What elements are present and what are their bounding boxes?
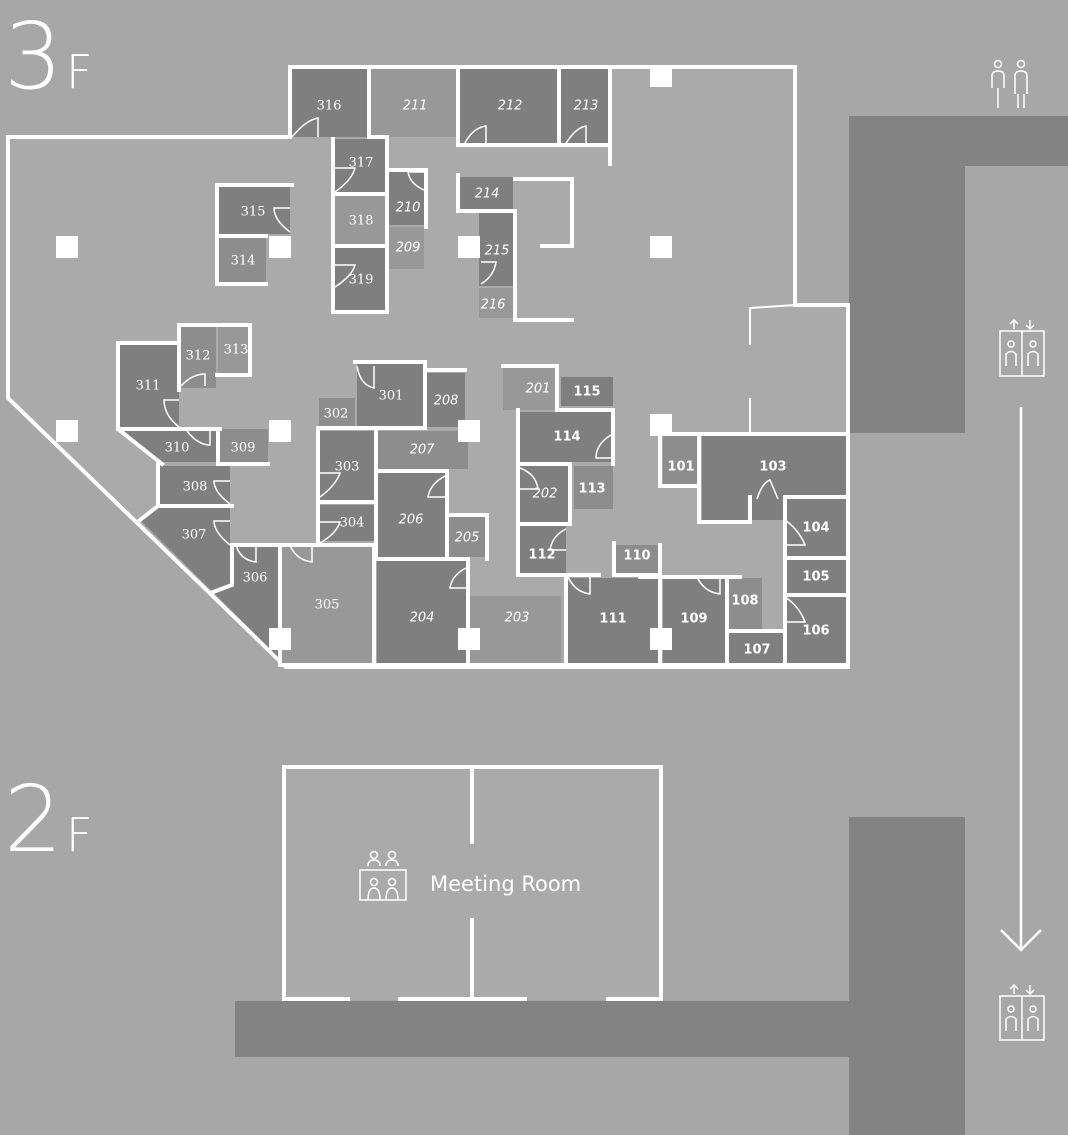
room-label: 301	[379, 389, 404, 404]
room-label: 215	[485, 244, 510, 259]
room-label: 307	[182, 528, 207, 543]
room-label: 317	[349, 156, 374, 171]
restroom-icon	[991, 59, 1028, 108]
meeting-people-icon	[359, 850, 407, 901]
floor-2-suffix: F	[66, 808, 92, 862]
building-core-bands	[235, 116, 1068, 1135]
room-label: 207	[410, 443, 436, 458]
room-label: 115	[573, 385, 600, 400]
room-label: 206	[399, 513, 424, 528]
room-label: 216	[481, 298, 506, 313]
room-label: 306	[243, 571, 268, 586]
room-label: 111	[599, 612, 626, 627]
floor-3-suffix: F	[66, 45, 92, 99]
room-label: 318	[349, 214, 374, 229]
room-label: 305	[315, 598, 340, 613]
room-label: 104	[802, 521, 829, 536]
elevator-icon	[999, 318, 1045, 377]
room-label: 303	[335, 460, 360, 475]
floor-3-number: 3	[4, 3, 63, 110]
room-label: 213	[574, 99, 599, 114]
door-swings	[163, 117, 807, 623]
room-label: 202	[533, 487, 558, 502]
room-label: 313	[224, 343, 249, 358]
room-label: 208	[434, 394, 459, 409]
room-label: 304	[340, 516, 365, 531]
room-label: 103	[759, 460, 786, 475]
room-label: 106	[802, 624, 829, 639]
room-label: 310	[165, 441, 190, 456]
room-label: 101	[667, 460, 694, 475]
room-label: 112	[528, 548, 555, 563]
room-label: 109	[680, 612, 707, 627]
meeting-room-label: Meeting Room	[430, 872, 581, 896]
room-labels: 316 211 212 213 317 210 214 315 318 209 …	[136, 99, 830, 658]
room-label: 314	[231, 254, 256, 269]
arrow-down-icon	[1000, 407, 1042, 952]
room-label: 205	[455, 531, 480, 546]
room-label: 204	[410, 611, 435, 626]
room-label: 203	[505, 611, 530, 626]
room-label: 105	[802, 570, 829, 585]
structural-columns	[56, 68, 672, 650]
meeting-room-2f: Meeting Room	[282, 765, 663, 1001]
elevator-icon	[999, 983, 1045, 1041]
room-label: 312	[186, 349, 211, 364]
room-label: 311	[136, 379, 161, 394]
room-label: 110	[623, 549, 650, 564]
interior-walls	[116, 65, 850, 669]
room-label: 308	[183, 480, 208, 495]
room-label: 309	[231, 441, 256, 456]
room-label: 107	[743, 643, 770, 658]
room-label: 316	[317, 99, 342, 114]
room-label: 209	[396, 241, 421, 256]
room-label: 108	[731, 594, 758, 609]
room-label: 315	[241, 205, 266, 220]
room-label: 302	[324, 407, 349, 422]
room-label: 319	[349, 273, 374, 288]
room-label: 211	[403, 99, 428, 114]
room-label: 114	[553, 430, 580, 445]
room-label: 212	[498, 99, 523, 114]
floor-2-number: 2	[4, 766, 63, 873]
rooms	[120, 69, 846, 665]
room-label: 210	[396, 201, 421, 216]
room-label: 214	[475, 187, 500, 202]
room-label: 201	[526, 382, 551, 397]
room-label: 113	[578, 482, 605, 497]
